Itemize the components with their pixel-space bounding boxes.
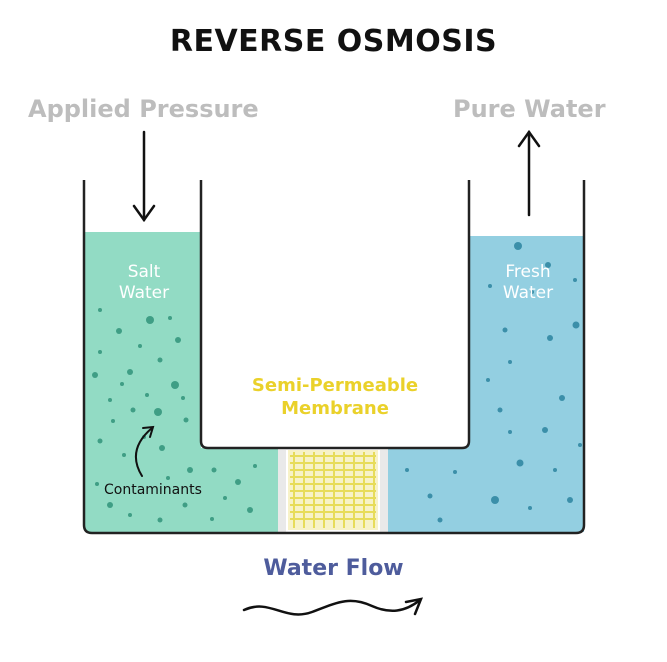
fresh-particle [567, 497, 573, 503]
page-title: REVERSE OSMOSIS [169, 24, 498, 59]
salt-particle [211, 467, 217, 473]
arrow-up-icon [517, 129, 541, 217]
membrane-label-line1: Semi-Permeable [251, 375, 419, 396]
salt-particle [183, 417, 189, 423]
fresh-particle [578, 443, 582, 447]
fresh-water-label-line1: Fresh [505, 262, 551, 282]
fresh-particle [572, 321, 580, 329]
fresh-particle [528, 506, 532, 510]
membrane [278, 450, 388, 532]
salt-particle [181, 396, 185, 400]
salt-particle [210, 517, 214, 521]
contaminants-label: Contaminants [104, 482, 202, 498]
fresh-particle [497, 407, 503, 413]
salt-particle [235, 479, 241, 485]
fresh-particle [488, 284, 492, 288]
salt-particle [116, 328, 122, 334]
salt-particle [97, 438, 103, 444]
salt-particle [157, 517, 163, 523]
fresh-particle [559, 395, 565, 401]
salt-particle [223, 496, 227, 500]
salt-particle [98, 350, 102, 354]
fresh-particle [542, 427, 548, 433]
salt-particle [145, 393, 149, 397]
fresh-particle [486, 378, 490, 382]
salt-water-label-line2: Water [118, 283, 170, 303]
u-tube-outline [82, 180, 586, 535]
fresh-particles [405, 242, 582, 523]
u-tube-inner-wall [199, 180, 471, 450]
salt-particle [108, 398, 112, 402]
salt-water-region [85, 232, 201, 532]
salt-water-label-line1: Salt [127, 262, 161, 282]
salt-particle [187, 467, 193, 473]
fresh-particle [437, 517, 443, 523]
fresh-particle [405, 468, 409, 472]
salt-particle [98, 308, 102, 312]
fresh-water-region [468, 236, 584, 532]
salt-particle [171, 381, 179, 389]
salt-particle [168, 316, 172, 320]
salt-particle [175, 337, 181, 343]
salt-particle [120, 382, 124, 386]
salt-particle [146, 316, 154, 324]
fresh-particle [547, 335, 553, 341]
salt-particle [253, 464, 257, 468]
membrane-label-line2: Membrane [281, 398, 389, 419]
salt-particle [127, 369, 133, 375]
fresh-particle [453, 470, 457, 474]
salt-particle [159, 445, 165, 451]
salt-water-label: Salt Water [92, 262, 196, 304]
arrow-down-icon [132, 130, 156, 223]
curved-arrow-icon [134, 425, 155, 477]
fresh-water-label-line2: Water [502, 283, 554, 303]
fresh-particle [530, 290, 534, 294]
salt-particle [107, 502, 113, 508]
salt-particle [182, 502, 188, 508]
fresh-particle [516, 459, 524, 467]
salt-particle [95, 482, 99, 486]
salt-particle [122, 453, 126, 457]
fresh-particle [508, 430, 512, 434]
membrane-label: Semi-Permeable Membrane [205, 374, 465, 420]
fresh-particle [573, 278, 577, 282]
salt-particle [166, 476, 170, 480]
salt-particle [247, 507, 253, 513]
applied-pressure-label: Applied Pressure [28, 95, 259, 123]
salt-particle [157, 357, 163, 363]
fresh-particle [502, 327, 508, 333]
fresh-particle [553, 468, 557, 472]
salt-particles [92, 308, 257, 523]
salt-water-channel [201, 448, 278, 532]
fresh-particle [491, 496, 499, 504]
salt-particle [92, 372, 98, 378]
salt-particle [128, 513, 132, 517]
salt-particle [111, 419, 115, 423]
salt-particle [138, 344, 142, 348]
wavy-arrow-icon [242, 597, 424, 616]
salt-particle [154, 408, 162, 416]
fresh-particle [508, 360, 512, 364]
fresh-particle [427, 493, 433, 499]
fresh-water-label: Fresh Water [475, 262, 581, 304]
fresh-water-channel [388, 448, 468, 532]
fresh-particle [514, 242, 522, 250]
pure-water-label: Pure Water [453, 95, 606, 123]
salt-particle [130, 407, 136, 413]
fresh-particle [545, 262, 551, 268]
water-flow-label: Water Flow [263, 556, 404, 581]
